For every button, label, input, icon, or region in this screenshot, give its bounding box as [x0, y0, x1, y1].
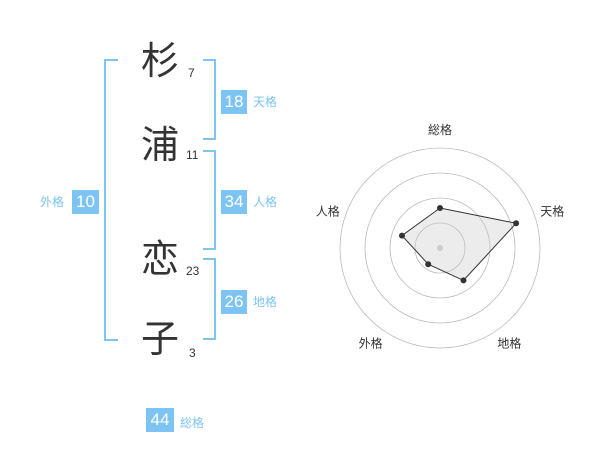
radar-axis-label: 外格: [359, 336, 383, 351]
radar-grid-ring: [364, 172, 516, 324]
gaikaku-label: 外格: [40, 195, 65, 209]
tenkaku-value: 18: [221, 90, 247, 114]
radar-grid-ring: [414, 222, 466, 274]
tenkaku-label: 天格: [253, 95, 278, 109]
radar-point: [425, 261, 432, 268]
radar-axis-label: 天格: [540, 204, 564, 219]
stroke-count-1: 7: [188, 66, 195, 80]
radar-axis-label: 総格: [428, 122, 452, 137]
jinkaku-bracket: [203, 150, 216, 250]
gaikaku-value: 10: [72, 190, 99, 214]
radar-point: [513, 220, 520, 227]
radar-axis-label: 地格: [497, 336, 521, 351]
radar-point: [437, 205, 443, 211]
name-char-4: 子: [141, 317, 180, 361]
stroke-count-4: 3: [189, 346, 196, 360]
stroke-count-2: 11: [186, 148, 199, 162]
name-char-2: 浦: [141, 123, 180, 167]
radar-point: [399, 232, 405, 239]
chikaku-label: 地格: [253, 295, 278, 309]
radar-point: [460, 277, 467, 284]
name-char-3: 恋: [141, 237, 180, 281]
name-char-1: 杉: [141, 39, 180, 83]
soukaku-value: 44: [146, 408, 174, 432]
chikaku-value: 26: [221, 290, 247, 314]
radar-center-dot: [437, 245, 443, 251]
chikaku-bracket: [203, 258, 216, 340]
jinkaku-label: 人格: [253, 195, 278, 209]
radar-axis-label: 人格: [316, 204, 340, 219]
gaikaku-bracket: [104, 59, 118, 341]
radar-grid-ring: [389, 197, 491, 299]
stroke-count-3: 23: [186, 264, 200, 278]
soukaku-label: 総格: [180, 416, 205, 430]
radar-series-area: [401, 207, 518, 282]
tenkaku-bracket: [203, 59, 216, 140]
jinkaku-value: 34: [221, 190, 247, 214]
radar-grid-ring: [339, 147, 541, 349]
